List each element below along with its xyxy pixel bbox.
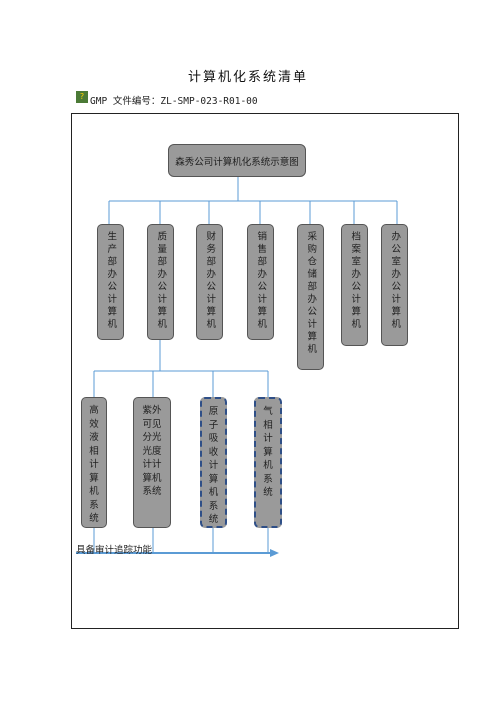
system-label-line: 统 xyxy=(208,514,219,525)
department-box: 销售部办公计算机 xyxy=(247,224,274,340)
department-label: 办公室办公计算机 xyxy=(389,231,401,331)
system-label-line: 光度 xyxy=(142,445,162,457)
system-label-line: 系统 xyxy=(142,486,162,497)
system-label-line: 吸 xyxy=(208,433,219,444)
document-number: GMP 文件编号：ZL-SMP-023-R01-00 xyxy=(90,96,258,107)
system-label-line: 统 xyxy=(89,513,99,524)
system-label-line: 系 xyxy=(89,499,99,511)
system-label-line: 计计 xyxy=(142,459,162,470)
department-box: 生产部办公计算机 xyxy=(97,224,124,340)
system-label-line: 计 xyxy=(89,459,99,470)
system-label-line: 分光 xyxy=(142,432,162,443)
department-box: 档案室办公计算机 xyxy=(341,224,368,346)
root-node: 森秀公司计算机化系统示意图 xyxy=(168,144,306,177)
department-label: 质量部办公计算机 xyxy=(155,231,167,331)
department-label: 生产部办公计算机 xyxy=(105,231,117,331)
system-label-line: 紫外 xyxy=(142,405,162,416)
department-label: 档案室办公计算机 xyxy=(349,231,361,331)
system-box: 原子吸收计算机系统 xyxy=(200,397,227,528)
system-label-line: 相 xyxy=(89,445,99,457)
department-box: 采购仓储部办公计算机 xyxy=(297,224,324,370)
department-box: 质量部办公计算机 xyxy=(147,224,174,340)
department-label: 采购仓储部办公计算机 xyxy=(305,231,317,356)
system-label-line: 液 xyxy=(89,432,99,443)
department-label: 销售部办公计算机 xyxy=(255,231,267,331)
system-label-line: 原 xyxy=(208,406,219,417)
department-label: 财务部办公计算机 xyxy=(204,231,216,331)
system-label-line: 机 xyxy=(208,487,219,498)
system-label-line: 系 xyxy=(208,500,219,512)
system-label-line: 可见 xyxy=(142,418,162,430)
system-label-line: 算 xyxy=(89,472,99,484)
system-label-line: 子 xyxy=(208,419,219,431)
system-label-line: 算 xyxy=(263,446,273,458)
system-label-line: 算机 xyxy=(142,472,162,484)
system-label-line: 收 xyxy=(208,446,219,458)
document-badge-icon: ? xyxy=(76,91,88,103)
department-box: 财务部办公计算机 xyxy=(196,224,223,340)
system-label-line: 机 xyxy=(89,486,99,497)
system-label-line: 计 xyxy=(263,433,273,444)
system-box: 气相计算机系统 xyxy=(254,397,282,528)
system-label-line: 效 xyxy=(89,418,99,430)
system-label-line: 机 xyxy=(263,460,273,471)
system-label-line: 高 xyxy=(89,405,99,416)
system-box: 高效液相计算机系统 xyxy=(81,397,107,528)
system-label-line: 统 xyxy=(263,487,273,498)
root-node-label: 森秀公司计算机化系统示意图 xyxy=(175,156,299,168)
audit-trail-label: 具备审计追踪功能 xyxy=(76,545,153,556)
system-box: 紫外可见分光光度计计算机系统 xyxy=(133,397,171,528)
system-label-line: 计 xyxy=(208,460,219,471)
system-label-line: 系 xyxy=(263,473,273,485)
system-label-line: 气 xyxy=(263,406,273,417)
system-label-line: 相 xyxy=(263,419,273,431)
system-label-line: 算 xyxy=(208,473,219,485)
department-box: 办公室办公计算机 xyxy=(381,224,408,346)
diagram-frame xyxy=(71,113,459,629)
page-title: 计算机化系统清单 xyxy=(187,70,308,85)
